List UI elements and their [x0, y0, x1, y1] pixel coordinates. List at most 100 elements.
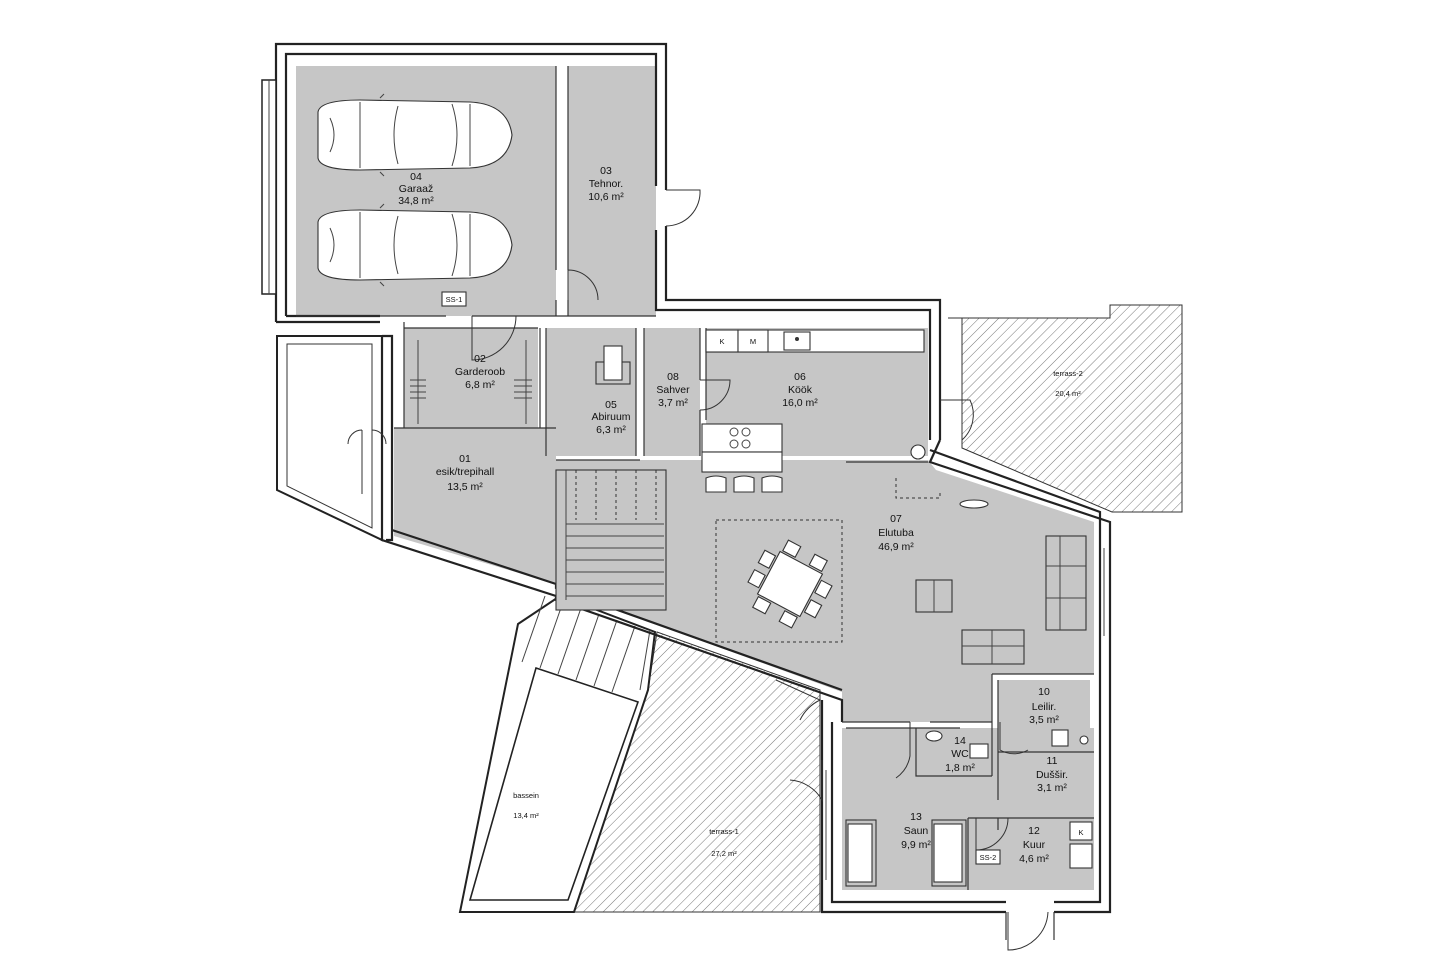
sofa-right-icon: [1045, 535, 1087, 631]
terrace-2-label: terrass-2 20,4 m²: [1053, 369, 1083, 398]
car-1-icon: [317, 93, 513, 177]
svg-text:terrass-1: terrass-1: [709, 827, 739, 836]
wc-fixtures: [925, 730, 989, 759]
svg-text:Kuur: Kuur: [1023, 839, 1046, 851]
svg-text:02: 02: [474, 353, 486, 365]
k-tag-storage: K: [1078, 828, 1083, 837]
svg-text:16,0 m²: 16,0 m²: [782, 397, 818, 409]
room-label-living: 07 Elutuba 46,9 m²: [878, 513, 914, 553]
svg-text:14: 14: [954, 735, 966, 747]
svg-text:Leilir.: Leilir.: [1032, 701, 1057, 713]
steam-room-fixtures: [1051, 729, 1089, 747]
bar-stools: [705, 475, 783, 493]
svg-text:13: 13: [910, 811, 922, 823]
room-label-hall: 01 esik/trepihall 13,5 m²: [436, 453, 494, 493]
pool-label: bassein 13,4 m²: [513, 791, 539, 820]
interior-stairs: [555, 469, 667, 611]
svg-text:11: 11: [1047, 755, 1058, 767]
storage-shelves: [1069, 821, 1093, 869]
svg-text:Tehnor.: Tehnor.: [589, 178, 623, 190]
svg-text:1,8 m²: 1,8 m²: [945, 762, 975, 774]
room-label-pantry: 08 Sahver 3,7 m²: [656, 371, 690, 409]
kitchen-counter: [705, 329, 925, 353]
svg-text:05: 05: [605, 399, 617, 411]
svg-text:06: 06: [794, 371, 806, 383]
room-label-garage: 04 Garaaž 34,8 m²: [398, 171, 434, 207]
tv-console: [895, 478, 989, 509]
pool-basin: [468, 666, 640, 901]
k-tag-kitchen: K: [719, 337, 724, 346]
svg-text:Sahver: Sahver: [656, 384, 690, 396]
room-label-kitchen: 06 Köök 16,0 m²: [782, 371, 818, 409]
svg-text:Duššir.: Duššir.: [1036, 769, 1068, 781]
svg-text:Saun: Saun: [904, 825, 929, 837]
room-label-utility: 05 Abiruum 6,3 m²: [591, 399, 630, 436]
svg-text:Abiruum: Abiruum: [591, 411, 630, 423]
sink-utility-icon: [603, 345, 623, 381]
wardrobe-floor: [404, 328, 538, 428]
svg-text:Köök: Köök: [788, 384, 813, 396]
svg-text:13,5 m²: 13,5 m²: [447, 481, 483, 493]
room-label-shower: 11 Duššir. 3,1 m²: [1036, 755, 1068, 794]
svg-text:34,8 m²: 34,8 m²: [398, 195, 434, 207]
outdoor-steps: [521, 595, 651, 693]
room-label-wc: 14 WC 1,8 m²: [945, 735, 975, 774]
m-tag-kitchen: M: [750, 337, 756, 346]
sauna-benches: [845, 819, 967, 887]
svg-text:20,4 m²: 20,4 m²: [1055, 389, 1081, 398]
svg-text:bassein: bassein: [513, 791, 539, 800]
entry-porch-inner: [286, 343, 373, 529]
room-label-wardrobe: 02 Garderoob 6,8 m²: [455, 353, 505, 391]
ss2-tag-box: [975, 849, 1001, 865]
svg-text:07: 07: [890, 513, 902, 525]
kitchen-island: [701, 423, 783, 473]
svg-text:10,6 m²: 10,6 m²: [588, 191, 624, 203]
ss1-tag-box: [441, 291, 467, 307]
svg-text:9,9 m²: 9,9 m²: [901, 839, 931, 851]
svg-text:46,9 m²: 46,9 m²: [878, 541, 914, 553]
hall-floor: [394, 428, 556, 584]
svg-text:Garaaž: Garaaž: [399, 183, 433, 195]
svg-text:03: 03: [600, 165, 612, 177]
svg-text:13,4 m²: 13,4 m²: [513, 811, 539, 820]
svg-text:Garderoob: Garderoob: [455, 366, 505, 378]
svg-text:WC: WC: [951, 748, 969, 760]
terrace-1-label: terrass-1 27,2 m²: [709, 827, 739, 858]
room-label-sauna: 13 Saun 9,9 m²: [901, 811, 931, 851]
svg-text:01: 01: [459, 453, 471, 465]
svg-text:04: 04: [410, 171, 422, 183]
coffee-table-icon: [915, 579, 953, 613]
dining-rug: [715, 519, 843, 643]
svg-text:3,7 m²: 3,7 m²: [658, 397, 688, 409]
svg-text:6,8 m²: 6,8 m²: [465, 379, 495, 391]
svg-text:08: 08: [667, 371, 679, 383]
svg-text:terrass-2: terrass-2: [1053, 369, 1083, 378]
interior-walls: [296, 66, 1094, 940]
technical-room-floor: [568, 66, 656, 316]
room-label-steam: 10 Leilir. 3,5 m²: [1029, 686, 1059, 726]
ss1-tag: SS-1: [446, 295, 463, 304]
svg-text:12: 12: [1028, 825, 1040, 837]
ss2-tag: SS-2: [980, 853, 997, 862]
wardrobe-rails: [410, 340, 532, 424]
terrace-2-area: [948, 304, 1183, 513]
dining-table-icon: [747, 539, 833, 629]
svg-text:3,1 m²: 3,1 m²: [1037, 782, 1067, 794]
svg-text:3,5 m²: 3,5 m²: [1029, 714, 1059, 726]
pantry-floor: [644, 328, 700, 456]
sofa-bottom-icon: [961, 629, 1025, 665]
fireplace-icon: [910, 444, 926, 460]
svg-text:esik/trepihall: esik/trepihall: [436, 466, 494, 478]
car-2-icon: [317, 203, 513, 287]
entry-porch: [276, 335, 383, 542]
svg-text:6,3 m²: 6,3 m²: [596, 424, 626, 436]
room-label-technical: 03 Tehnor. 10,6 m²: [588, 165, 624, 203]
svg-text:Elutuba: Elutuba: [878, 527, 914, 539]
exterior-walls: [274, 42, 1112, 914]
room-label-storage: 12 Kuur 4,6 m²: [1019, 825, 1049, 865]
doors: [347, 189, 1049, 951]
svg-text:27,2 m²: 27,2 m²: [711, 849, 737, 858]
svg-text:10: 10: [1038, 686, 1050, 698]
svg-text:4,6 m²: 4,6 m²: [1019, 853, 1049, 865]
